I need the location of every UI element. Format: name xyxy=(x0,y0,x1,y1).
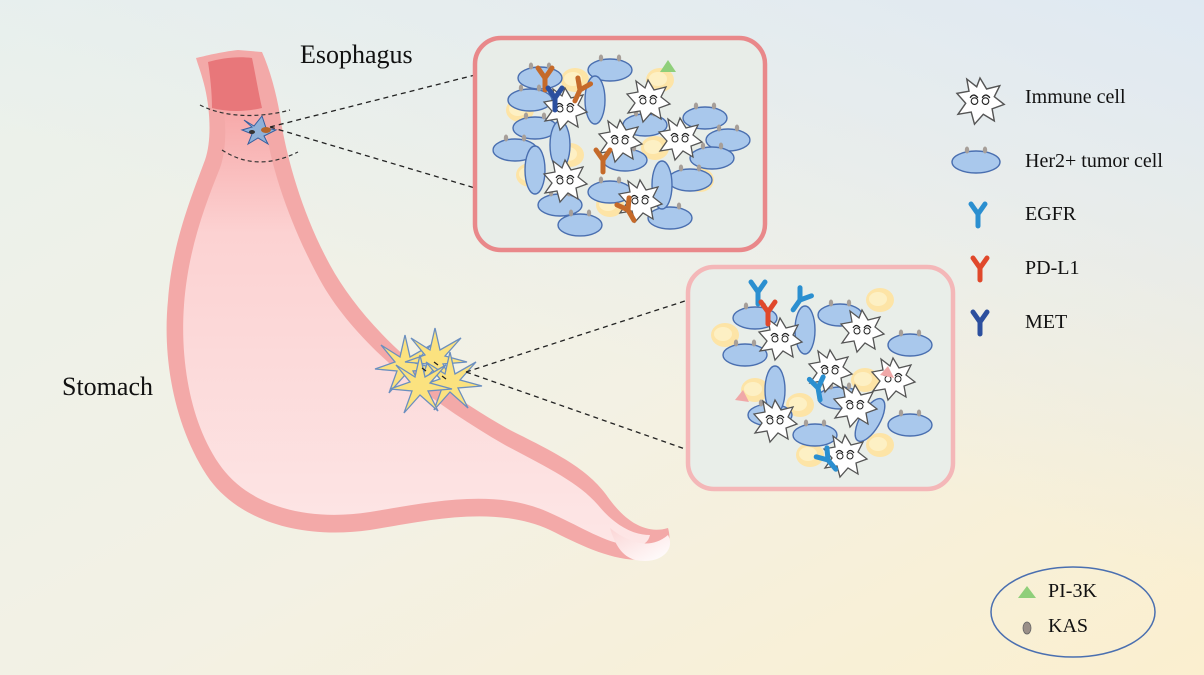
pylorus-tip xyxy=(610,528,671,561)
stomach-tumor-cluster xyxy=(374,327,483,414)
stomach-connector-bottom xyxy=(465,371,689,451)
legend-label-immune-cell: Immune cell xyxy=(1025,86,1126,108)
esophagus-junction-lower xyxy=(221,149,299,163)
tumor-cell-icon xyxy=(951,146,1001,174)
stomach-interior xyxy=(183,65,650,547)
stomach-organ xyxy=(166,50,671,561)
pi3k-triangle-icon xyxy=(1018,586,1036,598)
stomach-connector-top xyxy=(465,299,689,373)
legend-label-pdl1: PD-L1 xyxy=(1025,257,1080,279)
legend-label-met: MET xyxy=(1025,311,1068,333)
legend-label-kas: KAS xyxy=(1048,615,1089,637)
legend-oval-frame xyxy=(990,566,1156,658)
legend-icons xyxy=(951,77,1005,334)
esophagus-inset xyxy=(472,35,768,253)
stomach-label: Stomach xyxy=(62,372,153,401)
stomach-inset xyxy=(685,264,956,492)
legend-label-tumor-cell: Her2+ tumor cell xyxy=(1025,150,1163,172)
legend-label-pi3k: PI-3K xyxy=(1048,580,1097,602)
esophagus-tumor-cluster xyxy=(240,114,278,146)
esophagus-label: Esophagus xyxy=(300,40,413,69)
esophagus-junction-upper xyxy=(199,104,291,117)
kas-oval-icon xyxy=(1022,621,1032,635)
esophagus-top xyxy=(208,57,262,111)
legend-label-egfr: EGFR xyxy=(1025,203,1077,225)
